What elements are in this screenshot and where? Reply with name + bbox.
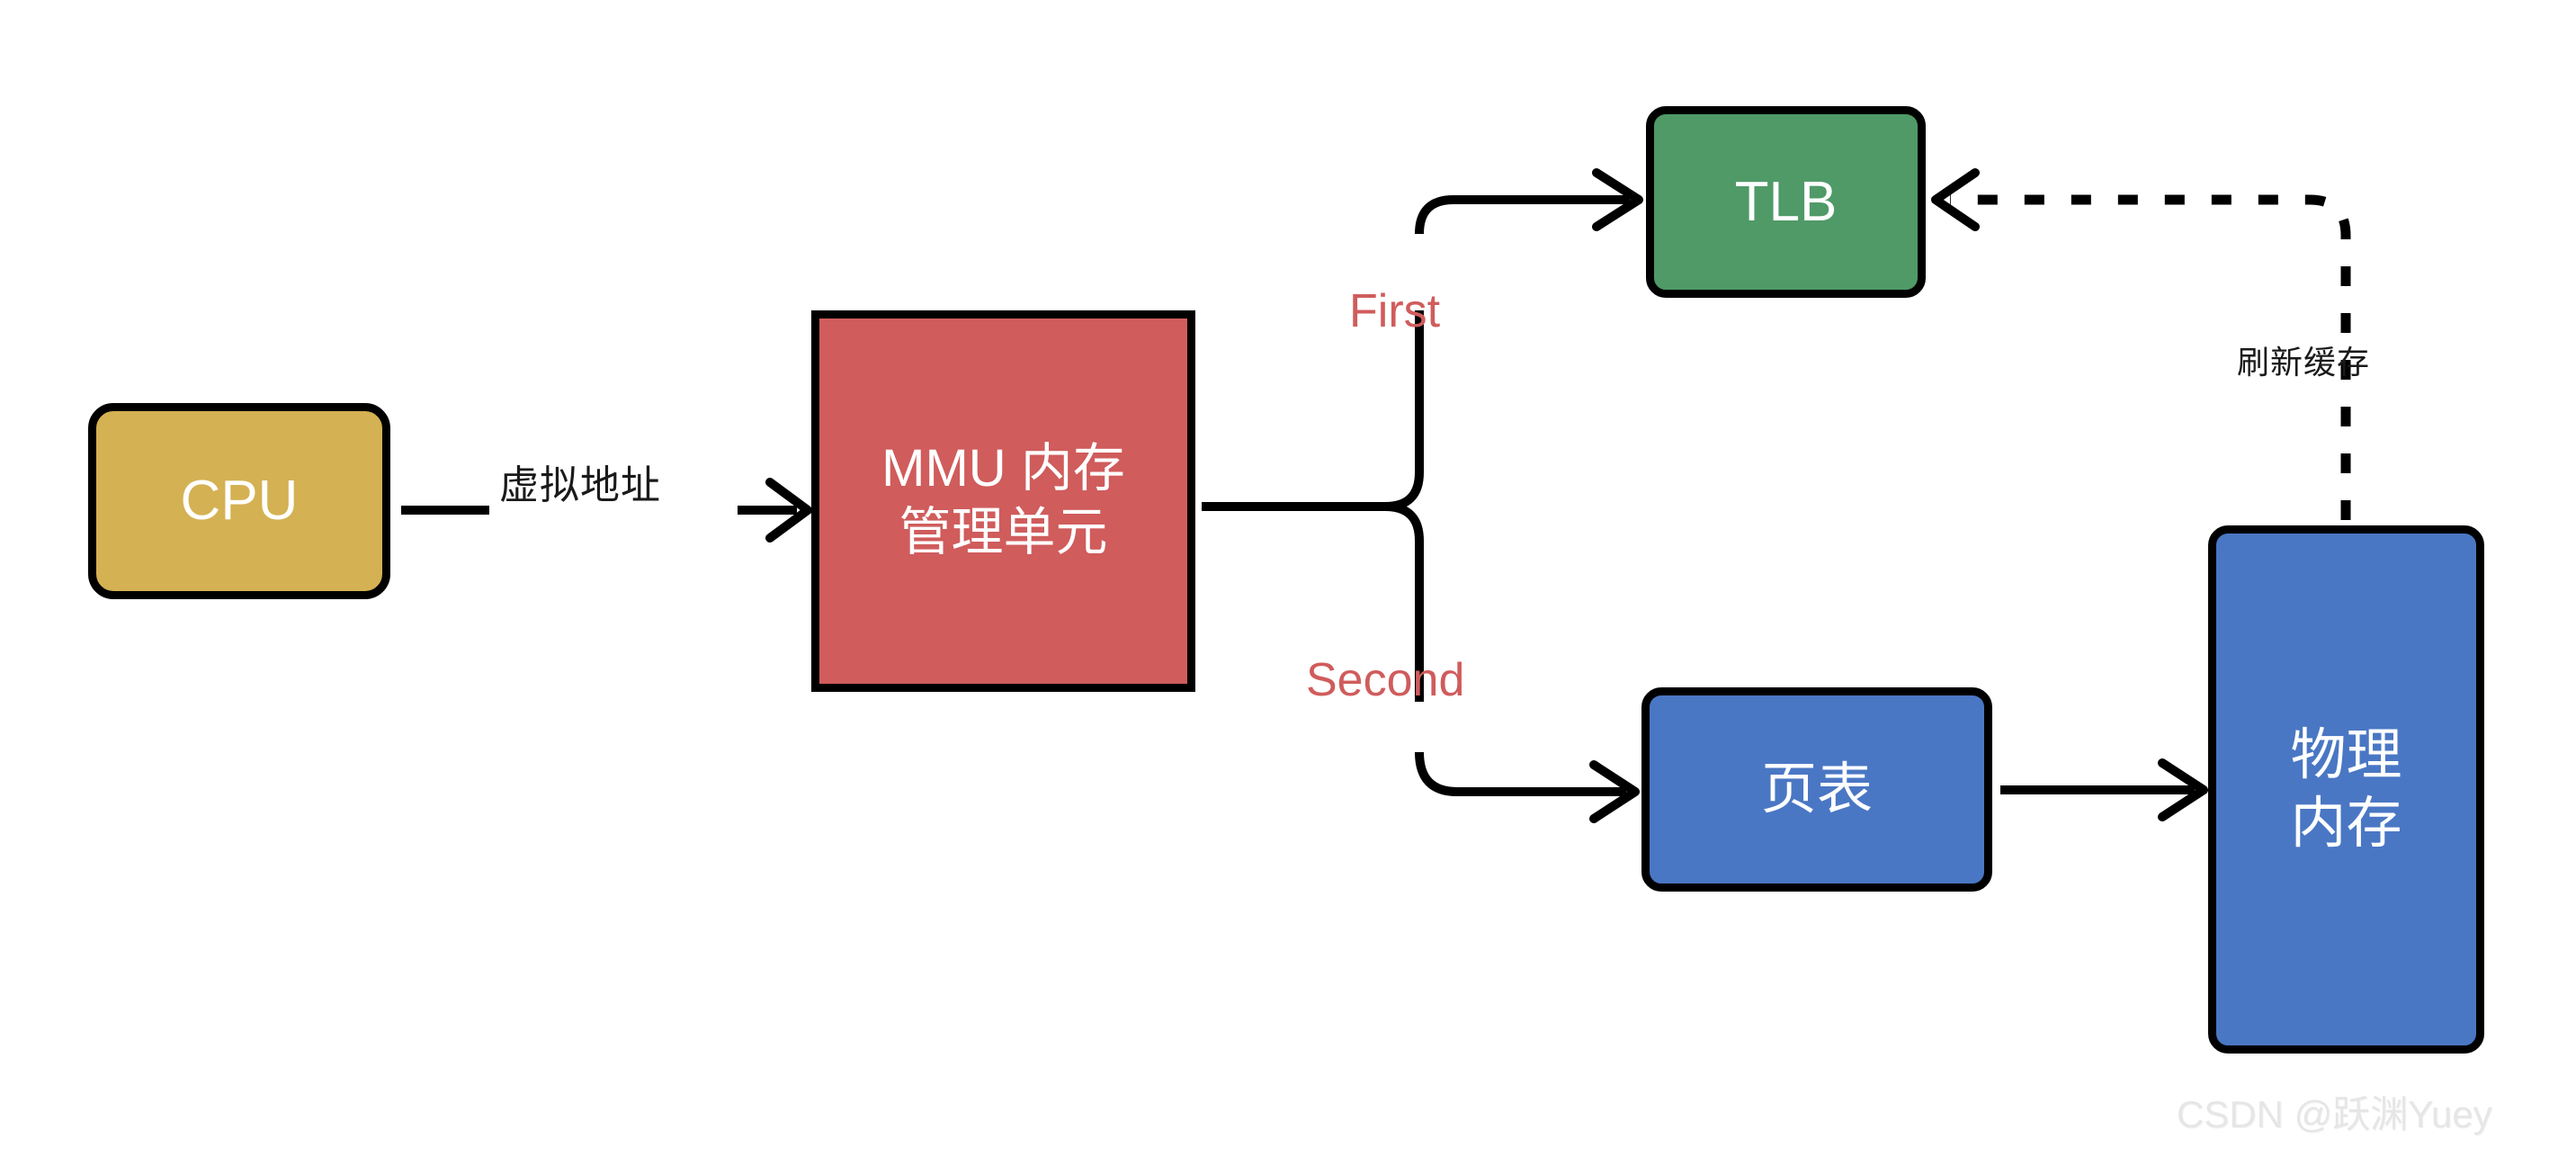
- node-cpu[interactable]: CPU: [88, 403, 390, 599]
- edge-label-second: Second: [1306, 654, 1465, 706]
- node-mmu[interactable]: MMU 内存 管理单元: [811, 310, 1195, 692]
- node-physical-memory-label-line2: 内存: [2290, 792, 2402, 855]
- edge-mmu-to-tlb: [1415, 168, 1643, 235]
- node-physical-memory-label-line1: 物理: [2290, 723, 2402, 786]
- edge-label-first: First: [1349, 285, 1441, 337]
- node-cpu-label: CPU: [180, 470, 299, 533]
- edge-mmu-fork: [1202, 310, 1424, 702]
- edge-label-refresh-cache: 刷新缓存: [2237, 344, 2371, 381]
- node-physical-memory[interactable]: 物理 内存: [2208, 525, 2484, 1054]
- node-page-table-label: 页表: [1760, 758, 1873, 821]
- edge-page-table-to-physmem: [2000, 758, 2208, 821]
- node-mmu-label-line2: 管理单元: [899, 503, 1108, 561]
- watermark: CSDN @跃渊Yuey: [2177, 1093, 2492, 1135]
- node-page-table[interactable]: 页表: [1641, 687, 1992, 892]
- node-tlb[interactable]: TLB: [1646, 106, 1926, 298]
- edge-mmu-to-page-table: [1415, 751, 1640, 823]
- node-tlb-label: TLB: [1734, 170, 1838, 233]
- node-mmu-label-line1: MMU 内存: [881, 439, 1125, 498]
- edge-label-virtual-address: 虚拟地址: [499, 463, 661, 507]
